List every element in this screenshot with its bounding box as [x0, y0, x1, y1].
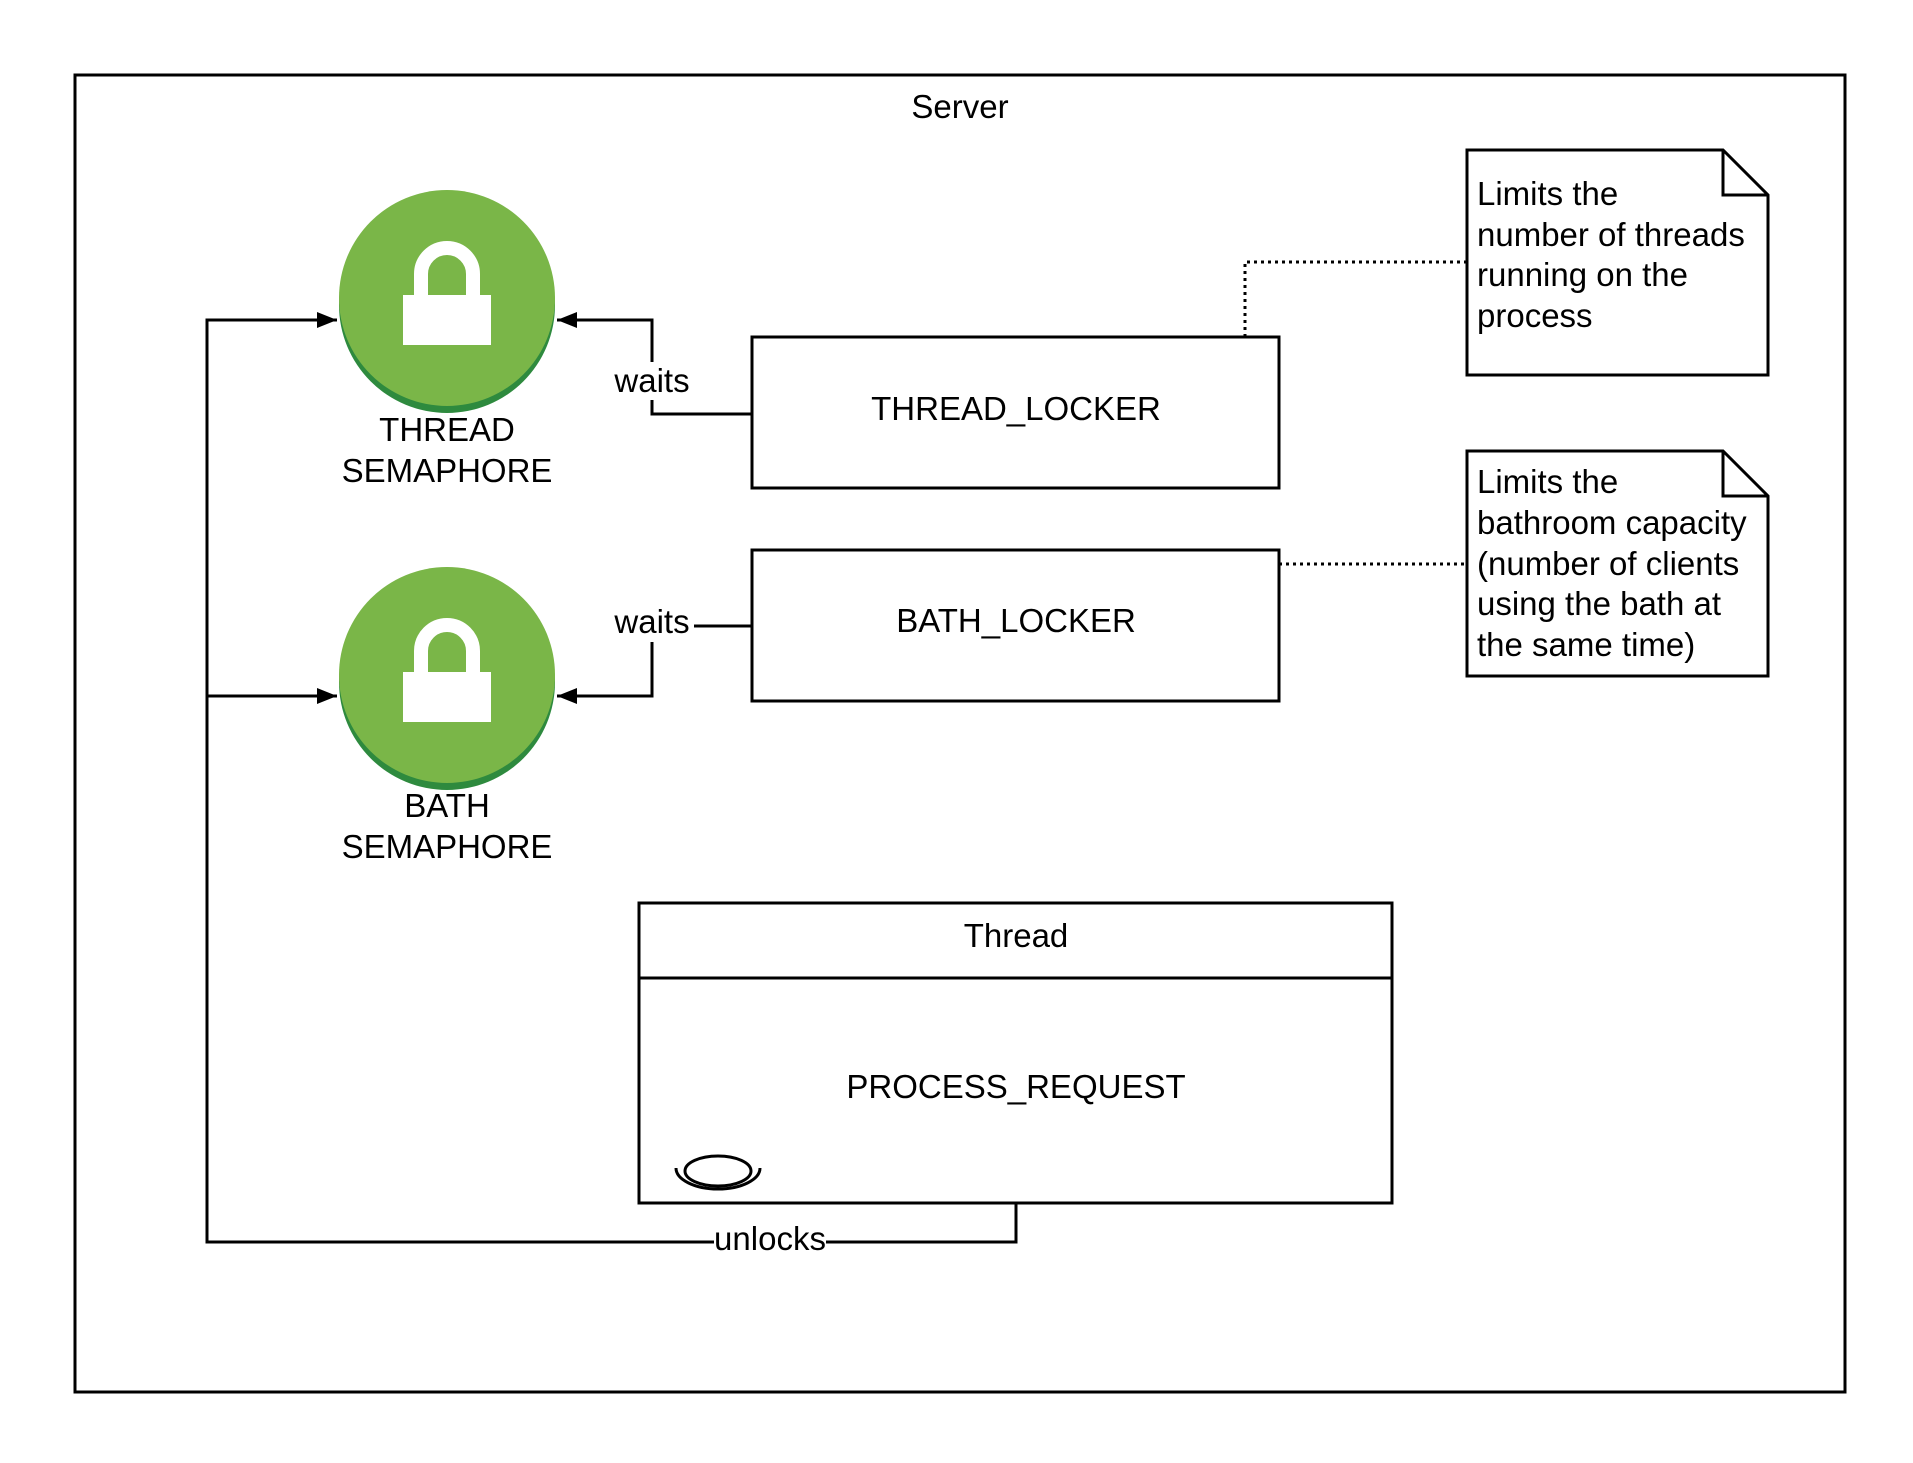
- bath-note-line-1: Limits the: [1477, 463, 1618, 500]
- bath-waits-label: waits: [613, 603, 689, 640]
- bath-semaphore[interactable]: BATH SEMAPHORE: [339, 567, 555, 865]
- thread-waits-edge[interactable]: waits: [557, 312, 752, 416]
- bath-note[interactable]: Limits the bathroom capacity (number of …: [1465, 449, 1770, 678]
- unlocks-edge[interactable]: unlocks: [205, 312, 1018, 1260]
- bath-waits-edge[interactable]: waits: [557, 603, 752, 704]
- bath-note-line-5: the same time): [1477, 626, 1695, 663]
- bath-note-line-4: using the bath at: [1477, 585, 1721, 622]
- thread-semaphore-label-line2: SEMAPHORE: [342, 452, 553, 489]
- thread-note-line-4: process: [1477, 297, 1593, 334]
- bath-locker-box[interactable]: BATH_LOCKER: [750, 548, 1281, 703]
- lock-icon: [403, 618, 491, 722]
- thread-semaphore-label-line1: THREAD: [379, 411, 515, 448]
- thread-waits-label: waits: [613, 362, 689, 399]
- thread-note-line-1: Limits the: [1477, 175, 1618, 212]
- thread-locker-box[interactable]: THREAD_LOCKER: [750, 335, 1281, 490]
- thread-locker-label: THREAD_LOCKER: [871, 390, 1161, 427]
- unlocks-label: unlocks: [714, 1220, 826, 1257]
- thread-note[interactable]: Limits the number of threads running on …: [1465, 148, 1770, 377]
- thread-note-line-3: running on the: [1477, 256, 1688, 293]
- thread-box-header: Thread: [964, 917, 1069, 954]
- bath-semaphore-label-line1: BATH: [404, 787, 490, 824]
- server-title: Server: [911, 88, 1008, 125]
- loop-icon: [674, 1154, 762, 1191]
- thread-note-line-2: number of threads: [1477, 216, 1745, 253]
- lock-icon: [403, 241, 491, 345]
- thread-box-body: PROCESS_REQUEST: [846, 1068, 1185, 1105]
- thread-note-connector: [1243, 260, 1467, 337]
- bath-note-line-2: bathroom capacity: [1477, 504, 1747, 541]
- thread-semaphore[interactable]: THREAD SEMAPHORE: [339, 190, 555, 489]
- thread-box[interactable]: Thread PROCESS_REQUEST: [637, 901, 1394, 1205]
- bath-locker-label: BATH_LOCKER: [896, 602, 1136, 639]
- bath-semaphore-label-line2: SEMAPHORE: [342, 828, 553, 865]
- bath-note-line-3: (number of clients: [1477, 545, 1739, 582]
- server-container: [73, 73, 1847, 1394]
